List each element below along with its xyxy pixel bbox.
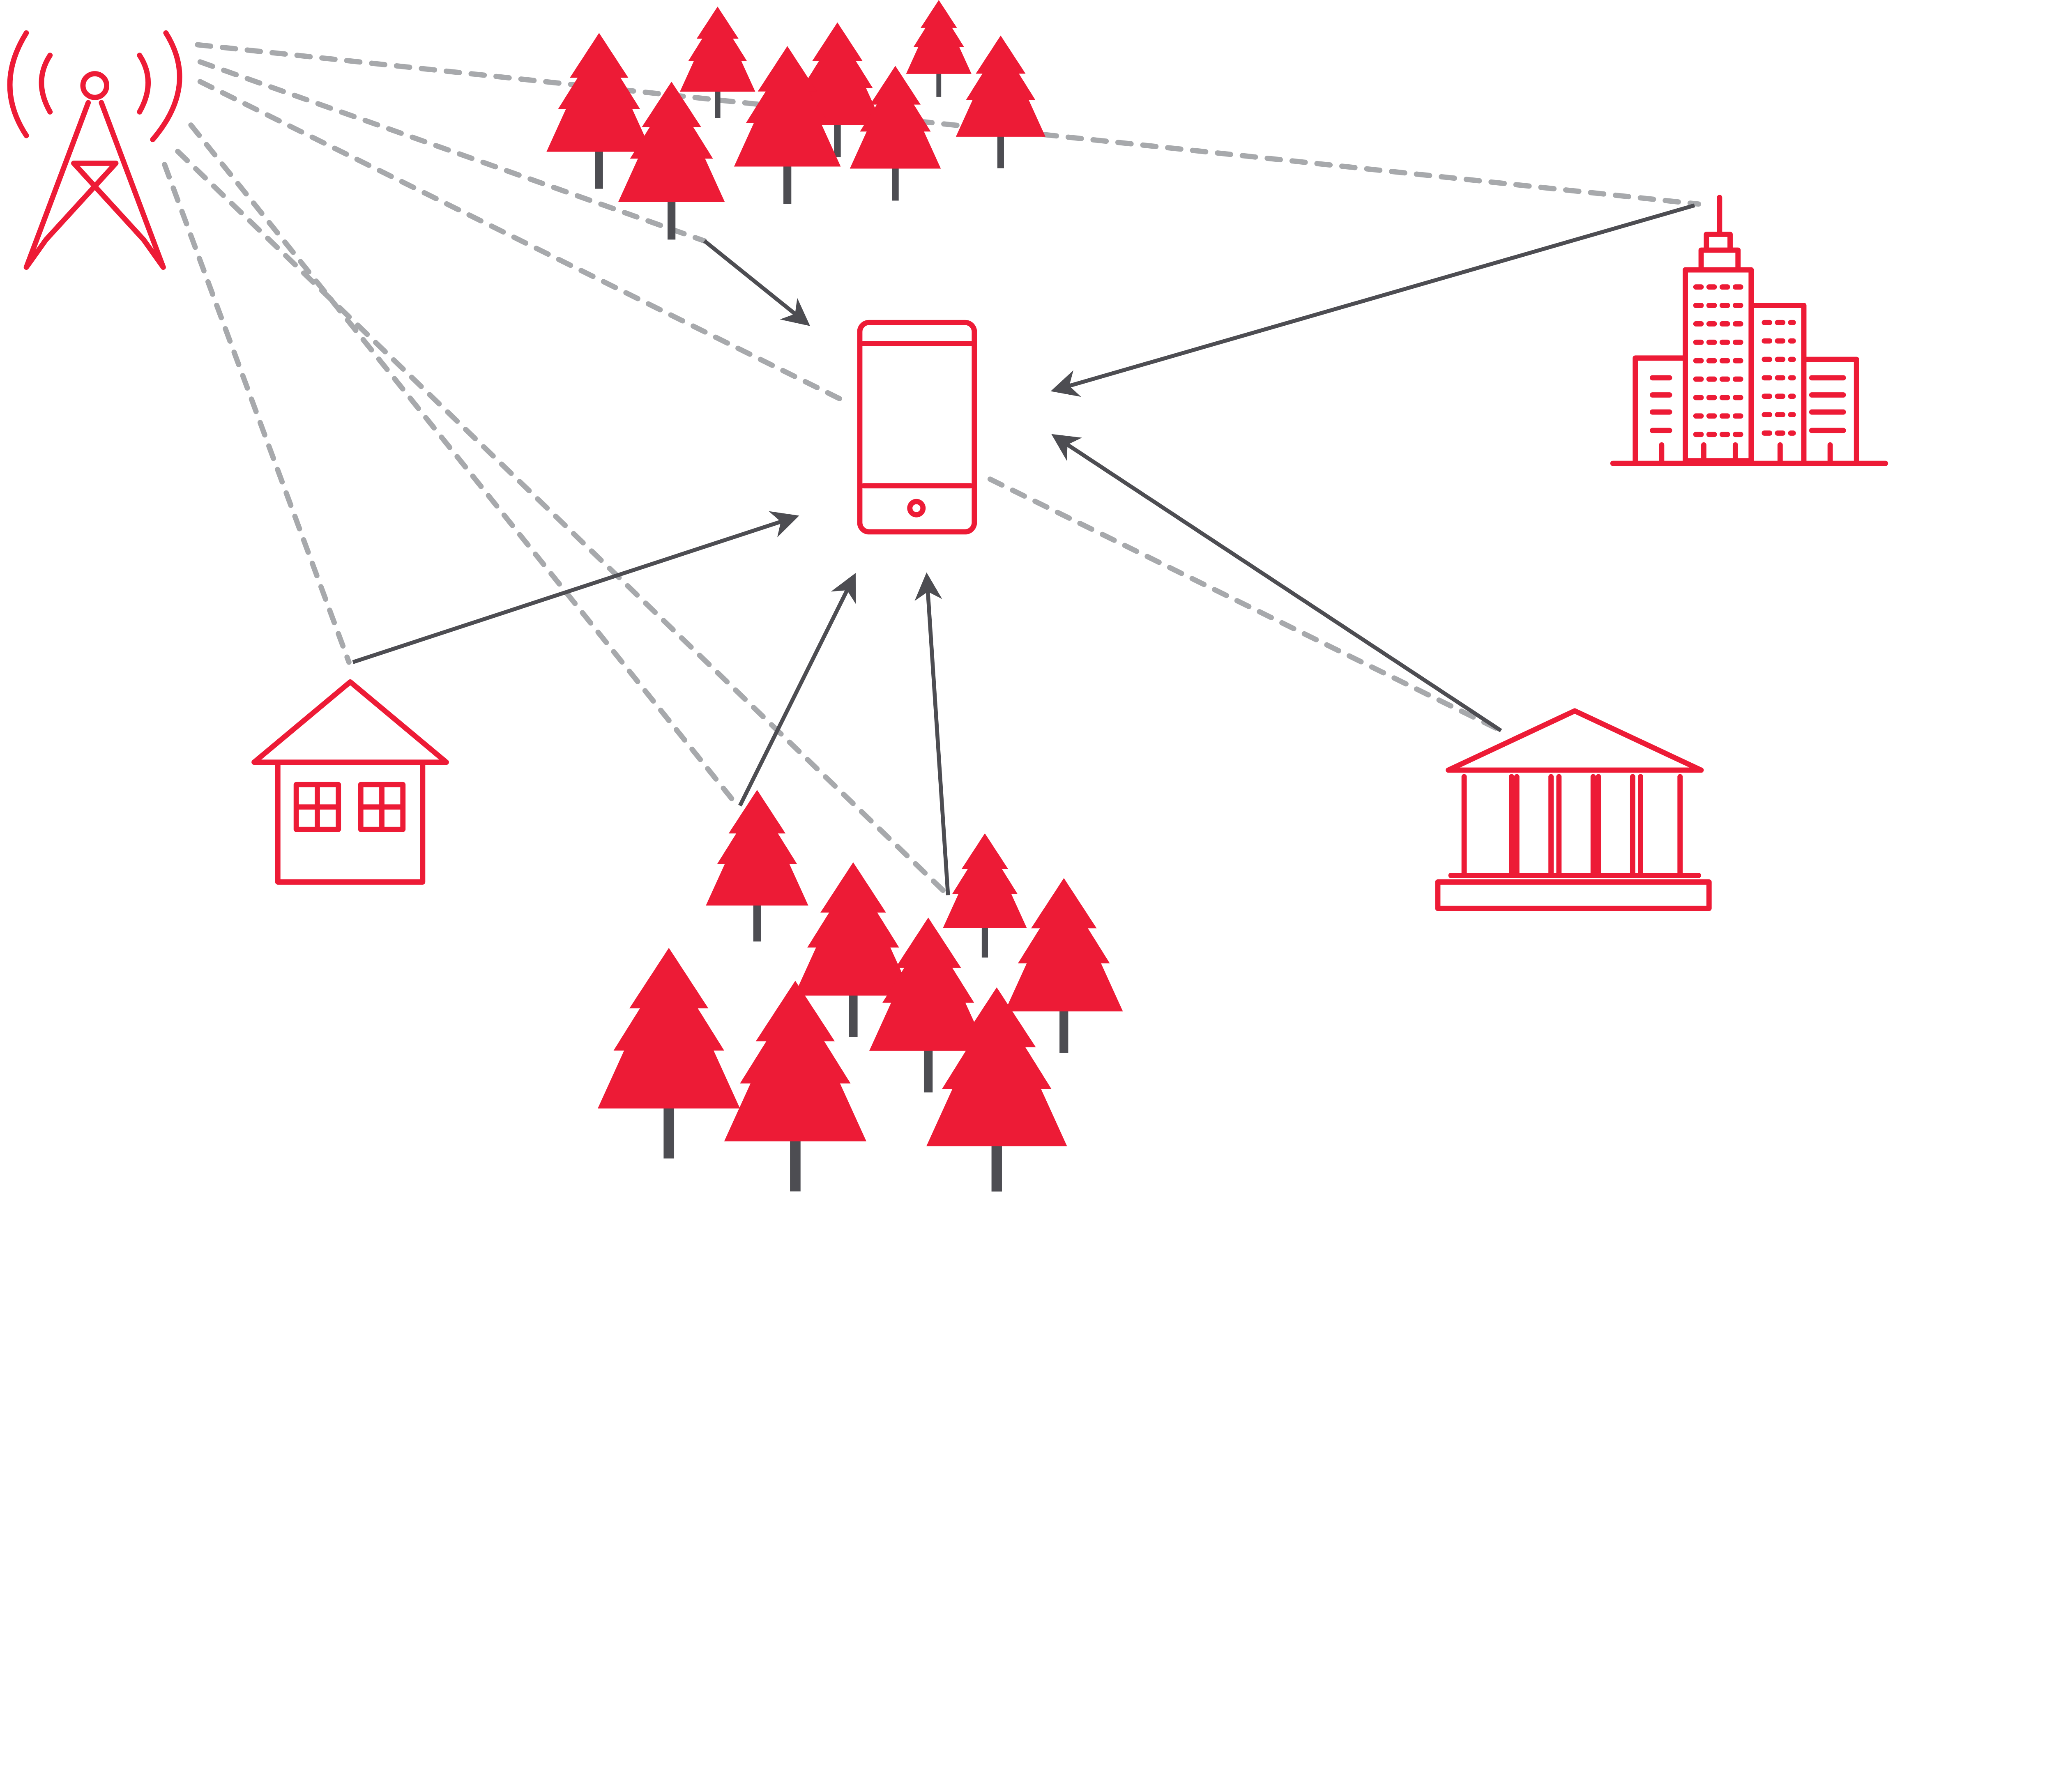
tree-icon [1005, 878, 1123, 1053]
arrow-top-trees-to-phone [703, 239, 811, 326]
reflected-paths [352, 203, 1695, 895]
arrow-bottom-tree-2-to-phone [914, 572, 950, 895]
bottom-tree-cluster [598, 790, 1123, 1192]
dashed-path-tower-to-skyscraper [195, 42, 1702, 207]
house-icon [251, 679, 449, 885]
arrow-house-to-phone [352, 511, 799, 664]
dashed-path-tower-to-top-trees [197, 59, 707, 244]
tree-icon [598, 948, 740, 1159]
tree-icon [706, 790, 808, 942]
dashed-path-tower-to-house [162, 162, 352, 665]
bank-building-icon [1435, 708, 1712, 911]
tree-icon [906, 0, 972, 97]
arrow-skyscraper-to-phone [1050, 203, 1695, 397]
tree-icon [724, 980, 866, 1192]
direct-paths [162, 42, 1702, 898]
dashed-path-tower-to-bottom-tree [188, 122, 740, 808]
smartphone-icon [857, 320, 977, 535]
top-tree-cluster [546, 0, 1045, 240]
arrow-bank-to-phone [1051, 434, 1502, 732]
skyscraper-icon [1610, 195, 1888, 466]
cell-tower-icon [7, 30, 182, 270]
multipath-diagram [7, 0, 1888, 1192]
dashed-path-tower-to-bottom-tree-2 [175, 149, 951, 898]
arrow-bottom-tree-to-phone [738, 573, 856, 807]
dashed-path-phone-to-bank [987, 476, 1504, 734]
dashed-path-tower-to-phone [197, 79, 848, 404]
tree-icon [943, 833, 1027, 958]
tree-icon [956, 35, 1045, 168]
